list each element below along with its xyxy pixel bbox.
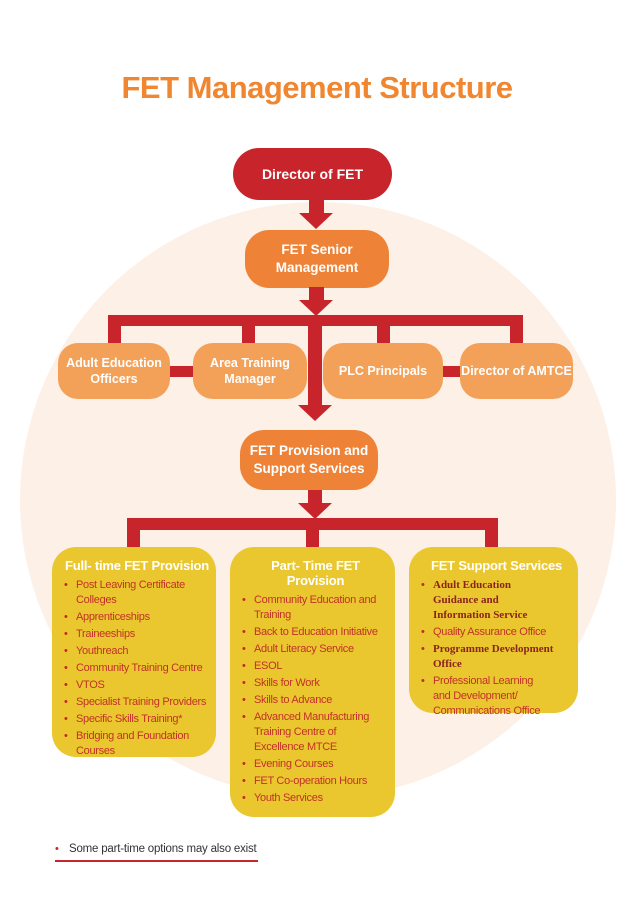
bullet-icon: • [64,645,68,657]
list-item: •Quality Assurance Office [421,626,547,638]
group-full-time-header: Full- time FET Provision [65,558,209,573]
bullet-icon: • [64,628,68,640]
node-director-of-amtce-label: Director of AMTCE [461,363,572,378]
node-fet-senior-management: FET Senior Management [245,230,389,288]
list-item: •Advanced Manufacturing Training Centre … [242,711,370,753]
bullet-icon: • [242,711,246,723]
connector-center-drop [308,315,322,410]
arrow-down-icon [298,503,332,519]
list-item: •Youthreach [64,645,129,657]
bullet-icon: • [55,843,59,855]
bullet-icon: • [64,679,68,691]
arrow-down-icon [299,213,333,229]
list-item: •Professional Learning and Development/ … [421,675,541,717]
footnote-row: • Some part-time options may also exist [55,841,258,857]
connector-leg-full-time [127,518,140,548]
connector-leg-area-training [242,315,255,344]
bullet-icon: • [242,758,246,770]
node-plc-principals-label: PLC Principals [338,363,428,378]
bullet-icon: • [242,594,246,606]
group-support-list: •Adult Education Guidance and Informatio… [421,578,572,719]
arrow-down-icon [298,405,332,421]
list-item: •Skills to Advance [242,694,333,706]
bullet-icon: • [64,579,68,591]
list-item: •Post Leaving Certificate Colleges [64,579,185,606]
list-item: •Adult Education Guidance and Informatio… [421,579,528,621]
node-director-of-amtce: Director of AMTCE [460,343,573,399]
bullet-icon: • [64,696,68,708]
list-item: •Youth Services [242,792,323,804]
footnote-text: Some part-time options may also exist [69,843,257,855]
list-item: •Bridging and Foundation Courses [64,730,189,757]
node-director-label: Director of FET [261,165,364,182]
list-item: •Adult Literacy Service [242,643,354,655]
list-item: •Traineeships [64,628,135,640]
footnote-underline [55,860,258,862]
node-plc-principals: PLC Principals [323,343,443,399]
arrow-shaft-director-to-senior [309,199,324,214]
node-director-of-fet: Director of FET [233,148,392,200]
list-item: •Back to Education Initiative [242,626,378,638]
node-senior-label: FET Senior Management [275,242,359,275]
connector-leg-adult-education [108,315,121,344]
bullet-icon: • [421,579,425,591]
list-item: •Community Training Centre [64,662,203,674]
bullet-icon: • [64,662,68,674]
arrow-shaft-provision-to-bus [308,490,322,504]
list-item: •FET Co-operation Hours [242,775,368,787]
group-full-time-list: •Post Leaving Certificate Colleges •Appr… [64,578,210,759]
bullet-icon: • [421,626,425,638]
list-item: •Programme Development Office [421,643,554,670]
connector-leg-director-amtce [510,315,523,344]
list-item: •Apprenticeships [64,611,150,623]
node-area-training-manager: Area Training Manager [193,343,307,399]
bullet-icon: • [242,677,246,689]
bullet-icon: • [64,611,68,623]
node-fet-provision-support-services: FET Provision and Support Services [240,430,378,490]
group-fet-support-services: FET Support Services •Adult Education Gu… [409,547,578,717]
connector-row-link-1 [170,366,193,377]
group-part-time-fet-provision: Part- Time FET Provision •Community Educ… [230,547,395,817]
footnote: • Some part-time options may also exist [55,841,258,862]
bullet-icon: • [242,792,246,804]
list-item: •ESOL [242,660,283,672]
group-part-time-list: •Community Education and Training •Back … [242,593,389,806]
bullet-icon: • [421,643,425,655]
node-adult-education-officers: Adult Education Officers [58,343,170,399]
group-part-time-header: Part- Time FET Provision [271,558,360,588]
group-full-time-fet-provision: Full- time FET Provision •Post Leaving C… [52,547,216,757]
group-support-header: FET Support Services [430,558,563,573]
node-adult-education-officers-label: Adult Education Officers [66,355,162,386]
list-item: •Evening Courses [242,758,334,770]
list-item: •Community Education and Training [242,594,377,621]
bullet-icon: • [242,660,246,672]
bullet-icon: • [242,694,246,706]
bullet-icon: • [242,643,246,655]
bullet-icon: • [64,713,68,725]
list-item: •Skills for Work [242,677,320,689]
bullet-icon: • [421,675,425,687]
node-area-training-manager-label: Area Training Manager [210,355,290,386]
bullet-icon: • [242,626,246,638]
connector-row-link-2 [443,366,460,377]
node-provision-label: FET Provision and Support Services [249,443,369,476]
connector-leg-plc-principals [377,315,390,344]
list-item: •VTOS [64,679,105,691]
arrow-down-icon [299,300,333,316]
connector-leg-support-services [485,518,498,548]
arrow-shaft-senior-to-bus [309,287,324,301]
bullet-icon: • [242,775,246,787]
list-item: •Specific Skills Training* [64,713,183,725]
list-item: •Specialist Training Providers [64,696,207,708]
connector-leg-part-time [306,518,319,548]
page-title: FET Management Structure [121,70,513,105]
bullet-icon: • [64,730,68,742]
